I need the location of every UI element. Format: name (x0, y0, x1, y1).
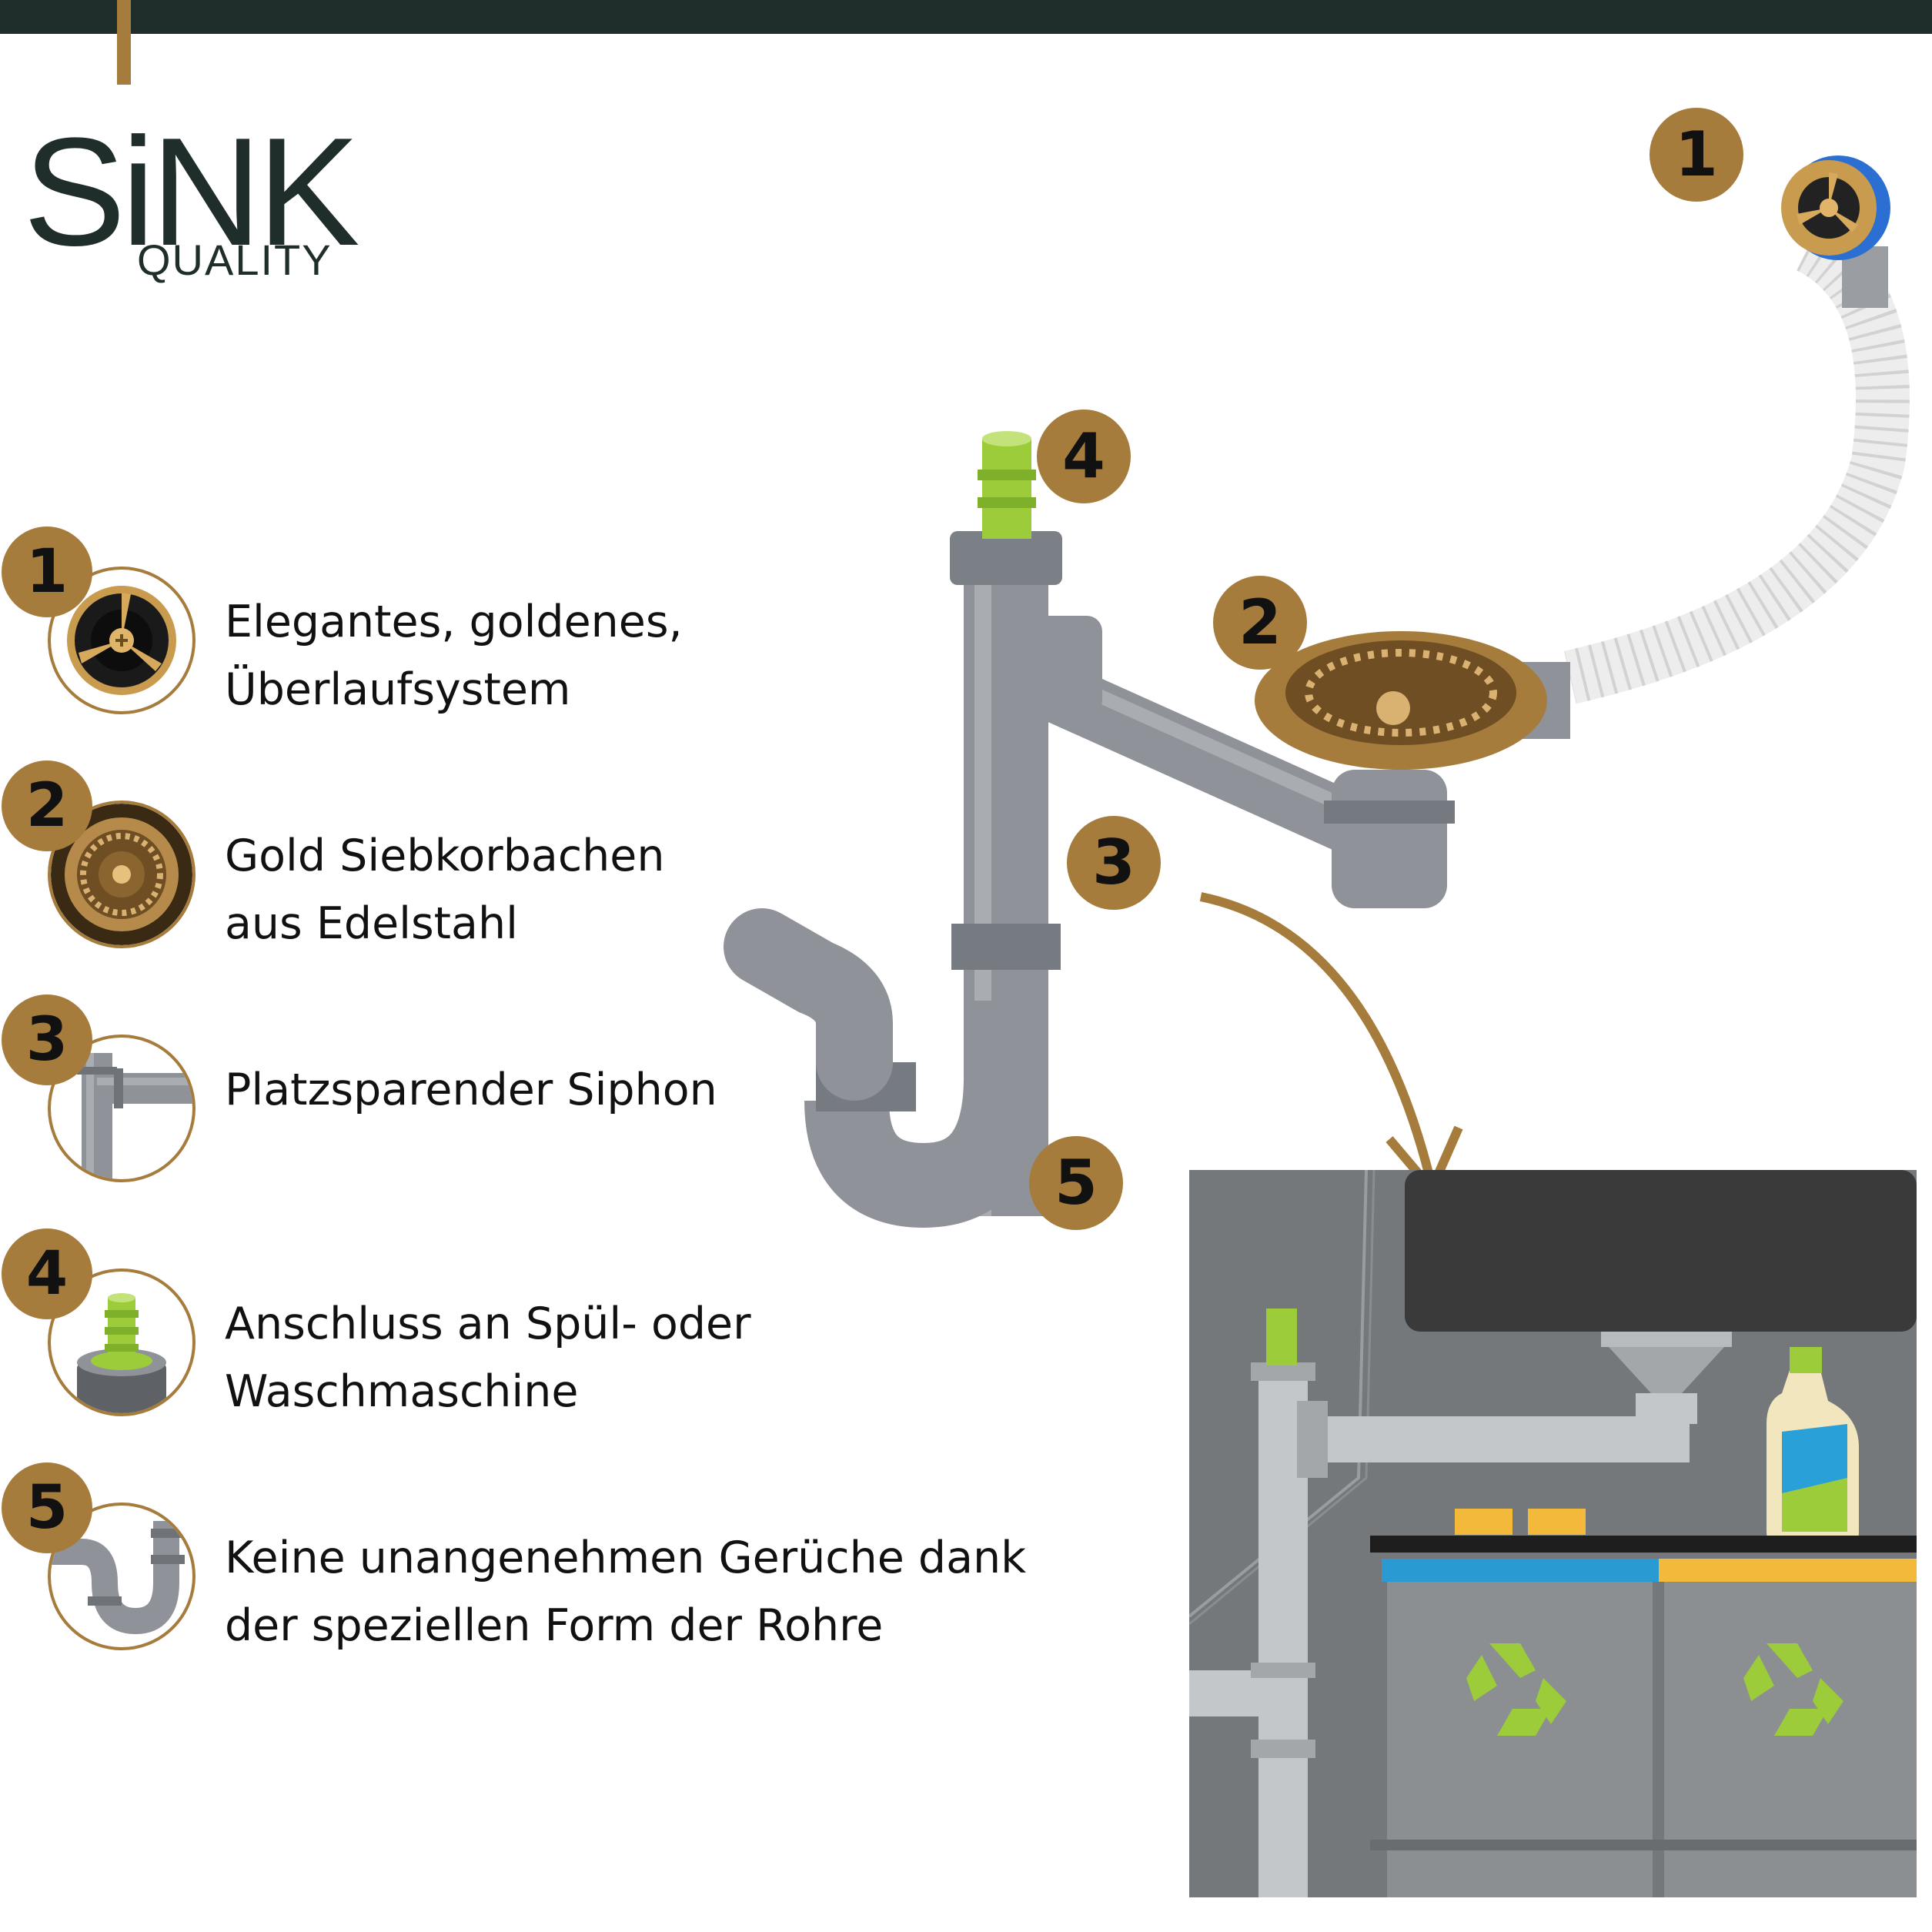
brand-logo: SiNK QUALITY (23, 115, 360, 292)
feature-line-2: Überlaufsystem (225, 664, 571, 715)
bin-rail (1370, 1840, 1917, 1850)
feature-item-odor: 5 Keine unangenehmen Gerüche dank der sp… (0, 1462, 1155, 1651)
feature-item-connection: 4 Anschluss an Spül- oder Waschmaschine (0, 1228, 1155, 1417)
feature-line-2: Waschmaschine (225, 1366, 579, 1417)
overflow-cap-icon (1781, 155, 1890, 260)
under-sink-scene (1189, 1170, 1917, 1897)
feature-item-siphon: 3 Platzsparender Siphon (0, 994, 1155, 1182)
diagram-badge-4: 4 (1037, 409, 1131, 503)
strainer-nut (1324, 801, 1455, 824)
hose-connector (982, 439, 1031, 539)
feature-description: Gold Siebkorbachen aus Edelstahl (225, 822, 1148, 958)
feature-item-strainer: 2 Gold Siebkorbachen aus Edelstahl (0, 760, 1155, 949)
drain-arm (1305, 1416, 1690, 1462)
sponge (1528, 1509, 1586, 1535)
gold-accent-line (117, 0, 131, 85)
brand-tagline: QUALITY (137, 236, 333, 284)
feature-line-2: aus Edelstahl (225, 898, 518, 949)
shelf (1370, 1536, 1917, 1553)
feature-line-1: Keine unangenehmen Gerüche dank (225, 1533, 1027, 1583)
diagram-badge-3: 3 (1067, 816, 1161, 910)
strainer (1601, 1332, 1732, 1347)
overflow-hose (1564, 222, 1910, 704)
hose-connector (1266, 1309, 1297, 1365)
feature-description: Anschluss an Spül- oder Waschmaschine (225, 1290, 1148, 1426)
feature-line-2: der speziellen Form der Rohre (225, 1600, 884, 1651)
pipe-nut (951, 924, 1061, 970)
strainer-basket (1285, 640, 1516, 745)
strainer-slots (1305, 649, 1497, 737)
outlet-pipe (724, 908, 893, 1101)
strainer-body (1332, 770, 1447, 908)
feature-number-badge: 3 (2, 994, 92, 1085)
standpipe-cap (950, 531, 1062, 585)
sink-bowl (1405, 1170, 1917, 1332)
diagram-badge-5: 5 (1029, 1136, 1123, 1230)
feature-number-badge: 2 (2, 760, 92, 851)
feature-line-1: Gold Siebkorbachen (225, 831, 665, 881)
top-bar (0, 0, 1932, 34)
feature-number-badge: 1 (2, 526, 92, 617)
recycle-icon (1466, 1643, 1566, 1736)
feature-line-1: Anschluss an Spül- oder (225, 1299, 751, 1349)
recycle-icon (1743, 1643, 1843, 1736)
t-junction (1010, 616, 1102, 716)
u-bend (804, 1001, 1048, 1228)
sponge (1455, 1509, 1513, 1535)
feature-description: Keine unangenehmen Gerüche dank der spez… (225, 1524, 1148, 1660)
feature-number-badge: 5 (2, 1462, 92, 1553)
diagram-badge-2: 2 (1213, 576, 1307, 670)
arrow-curve (1199, 892, 1436, 1187)
feature-line-1: Platzsparender Siphon (225, 1065, 717, 1115)
feature-description: Platzsparender Siphon (225, 1056, 1148, 1124)
overflow-cap-icon (48, 567, 196, 714)
feature-number-badge: 4 (2, 1228, 92, 1319)
strainer-knob (1376, 691, 1410, 725)
cable (1189, 1170, 1368, 1618)
feature-line-1: Elegantes, goldenes, (225, 597, 683, 647)
feature-item-overflow: 1 Elegantes, goldenes, Überlaufsystem (0, 526, 1155, 715)
brand-name: SiNK (23, 106, 360, 278)
feature-description: Elegantes, goldenes, Überlaufsystem (225, 588, 1148, 724)
diagram-badge-1: 1 (1650, 108, 1743, 202)
